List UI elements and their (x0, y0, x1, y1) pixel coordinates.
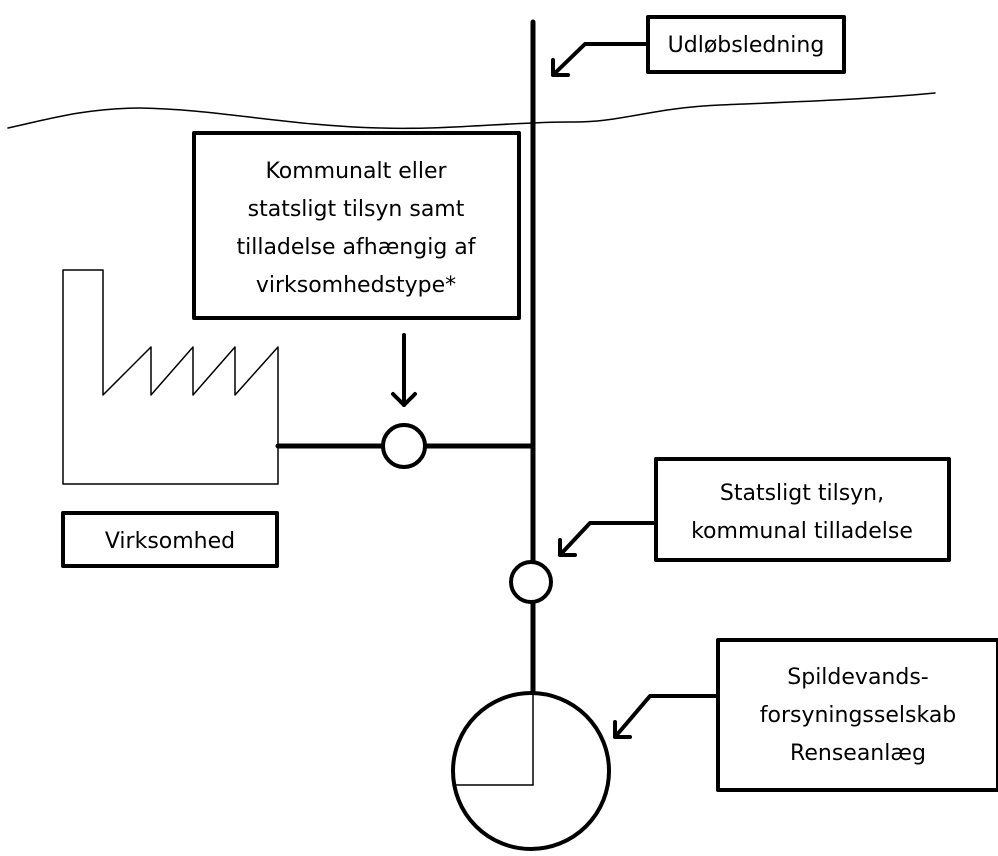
supervision-label-line-4: virksomhedstype* (256, 273, 456, 298)
outlet-label-box (646, 15, 846, 74)
utility-label-line-1: Spildevands- (787, 665, 928, 690)
outlet-arrowhead (551, 58, 570, 77)
utility-label-line-2: forsyningsselskab (760, 703, 957, 728)
state-supervision-arrow-line (558, 521, 658, 557)
outlet-arrow-line (551, 42, 650, 77)
supervision-label-box (192, 131, 521, 320)
treatment-plant-circle (451, 691, 611, 851)
factory-outline (62, 269, 279, 485)
supervision-label-line-3: tilladelse afhængig af (236, 235, 476, 260)
state-supervision-label-line-2: kommunal tilladelse (691, 519, 913, 544)
utility-label-line-3: Renseanlæg (790, 741, 926, 766)
supervision-label-line-1: Kommunalt eller (265, 159, 447, 184)
company-label-box (61, 511, 279, 568)
state-supervision-label-line-1: Statsligt tilsyn, (720, 481, 884, 506)
main-control-point (509, 560, 553, 604)
state-supervision-arrowhead (558, 538, 577, 557)
water-surface-line (7, 92, 936, 130)
supervision-arrowhead (391, 392, 417, 407)
utility-label-box (716, 638, 998, 792)
utility-arrow-line (613, 694, 720, 739)
supervision-label-line-2: statsligt tilsyn samt (248, 197, 465, 222)
outlet-label: Udløbsledning (668, 33, 825, 58)
utility-arrowhead (613, 720, 632, 739)
company-control-point (381, 423, 427, 469)
company-label: Virksomhed (105, 529, 235, 554)
state-supervision-label-box (654, 457, 951, 562)
